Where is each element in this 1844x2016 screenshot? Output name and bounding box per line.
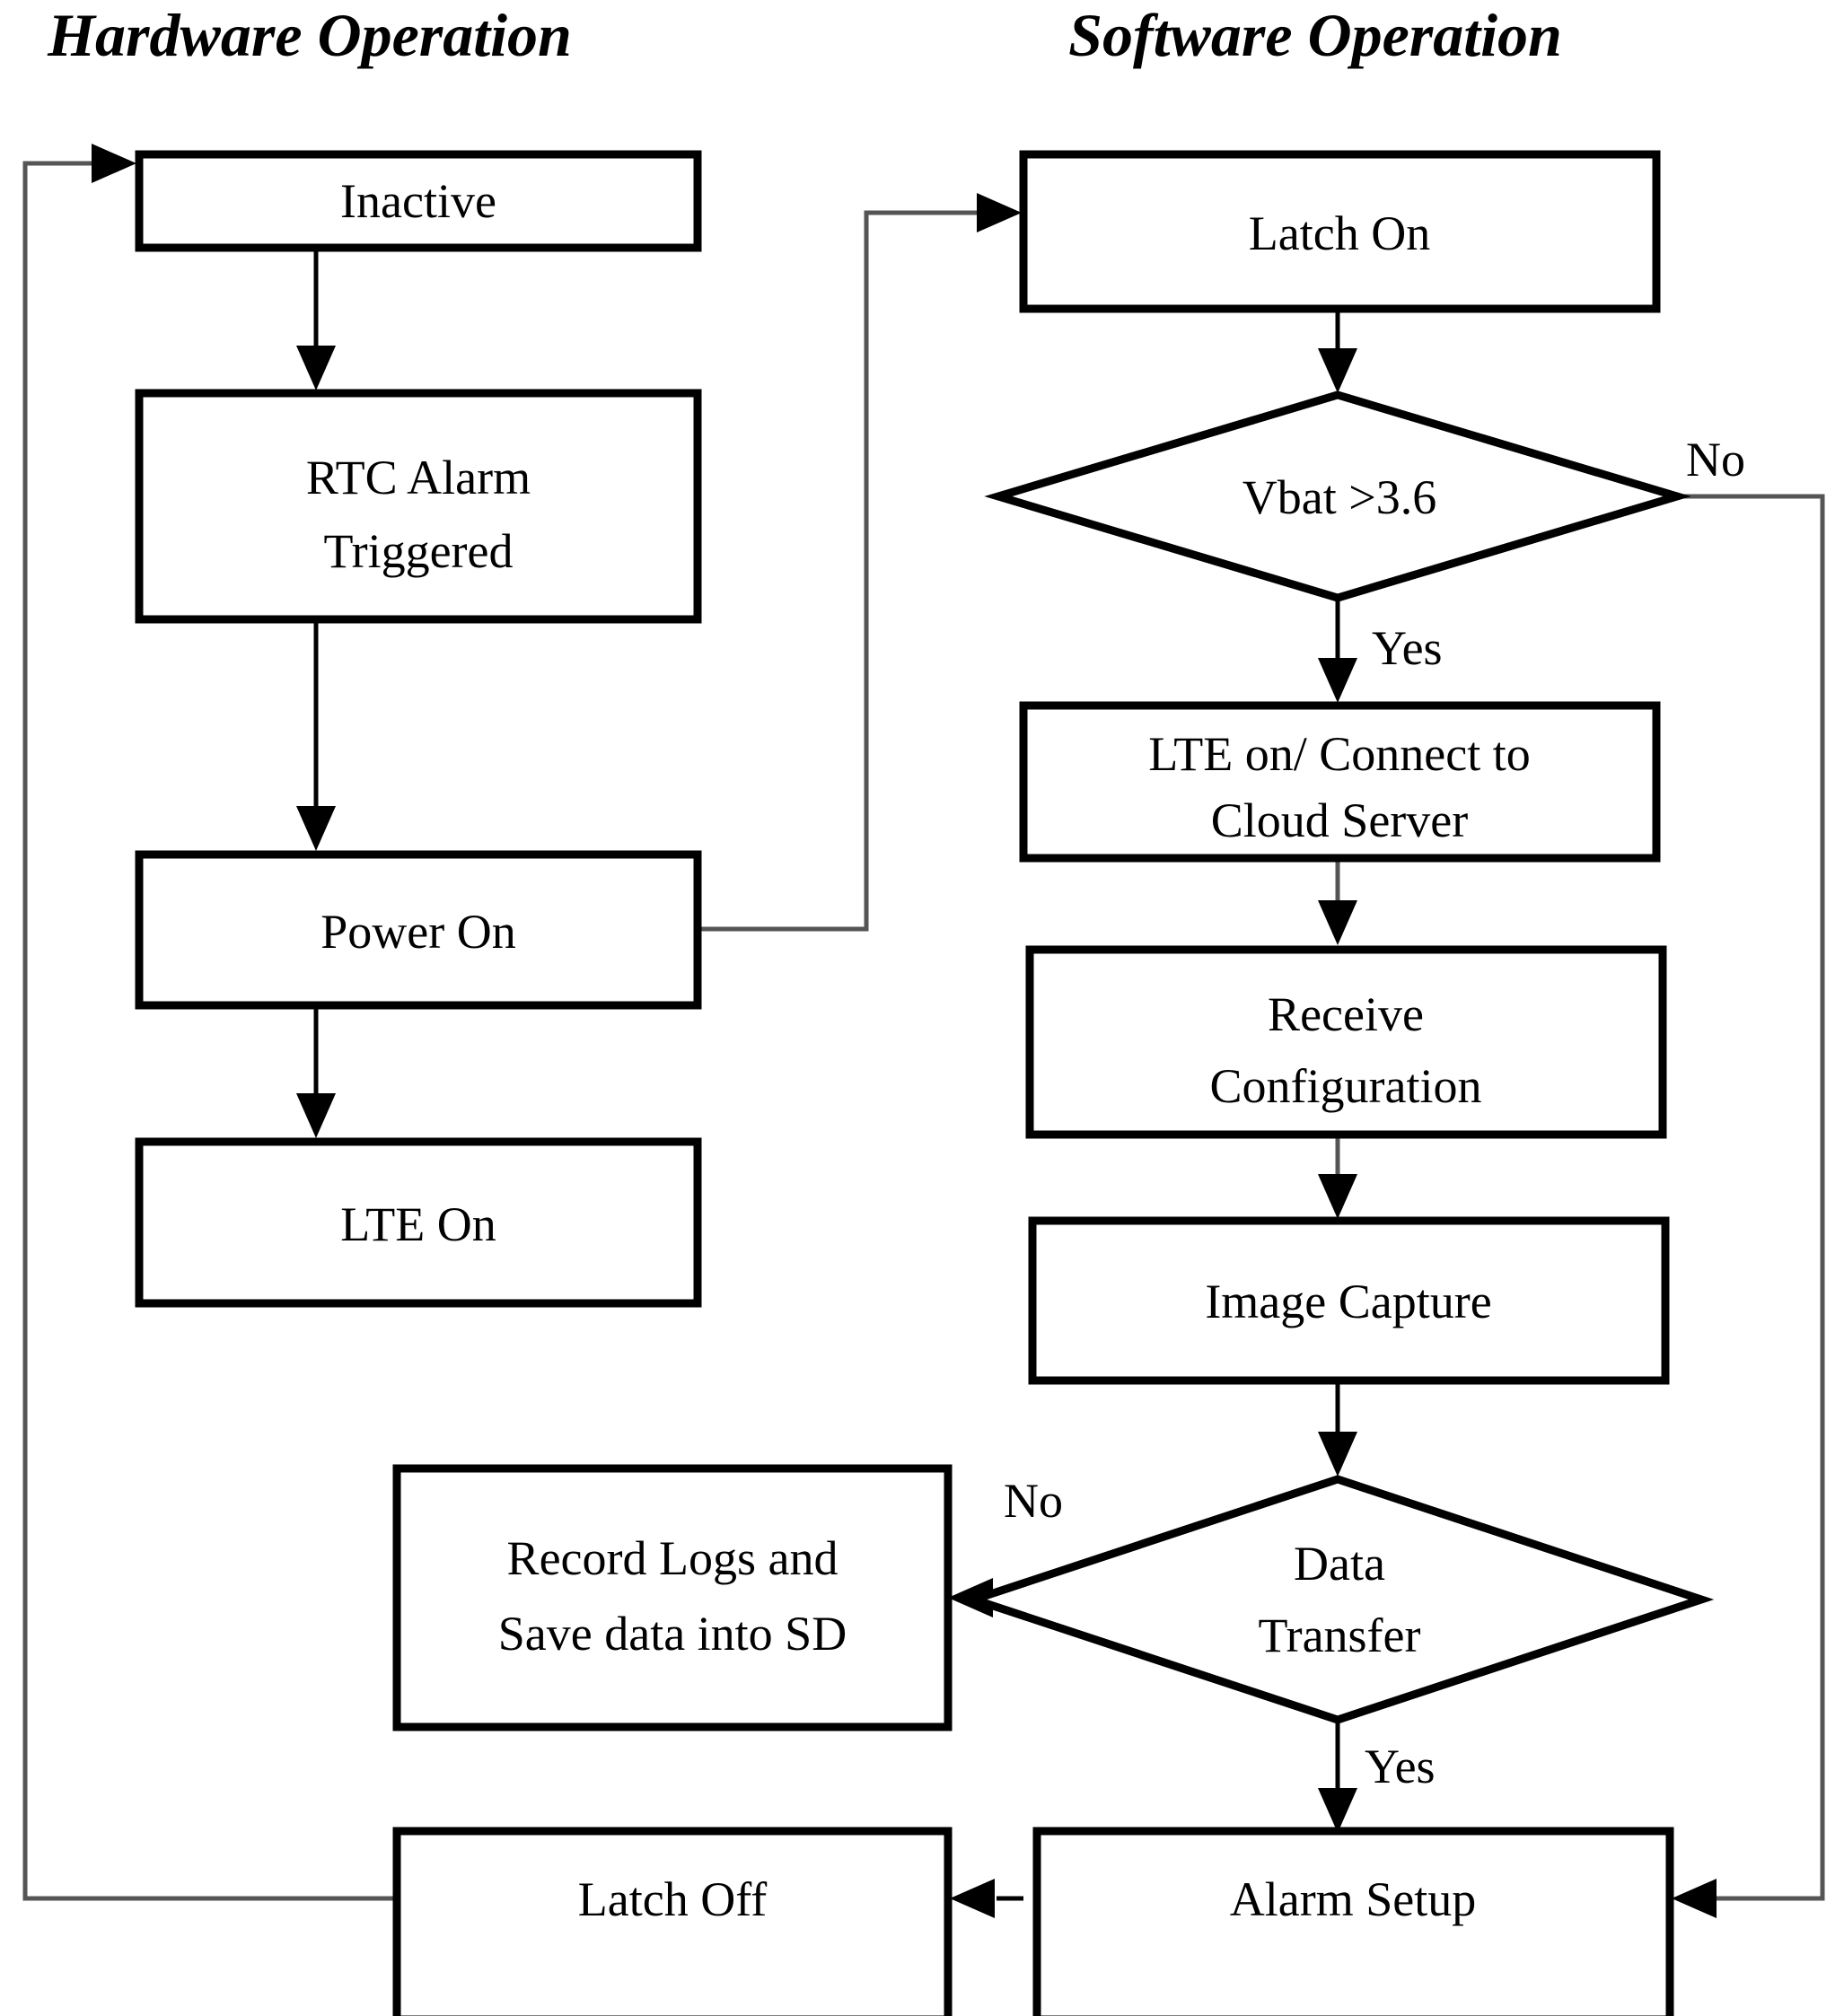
column-title-software: Software Operation xyxy=(1068,1,1562,69)
node-record-logs-line1: Record Logs and xyxy=(507,1531,839,1585)
node-vbat-check-label: Vbat >3.6 xyxy=(1243,470,1436,524)
edge-vbat-yes-to-lte-connect xyxy=(1318,600,1357,703)
node-latch-on[interactable]: Latch On xyxy=(1019,150,1661,313)
edge-alarm-setup-to-latch-off xyxy=(950,1879,1023,1918)
edge-vbat-no-to-alarm-setup xyxy=(1672,494,1825,1918)
edge-data-transfer-yes-to-alarm-setup xyxy=(1318,1722,1357,1833)
edge-label-transfer-yes: Yes xyxy=(1365,1740,1436,1793)
edge-label-transfer-no: No xyxy=(1004,1474,1063,1528)
node-record-logs-line2: Save data into SD xyxy=(498,1607,847,1661)
node-inactive-label: Inactive xyxy=(340,174,496,228)
edge-label-vbat-yes: Yes xyxy=(1372,621,1443,675)
node-alarm-setup[interactable]: Alarm Setup xyxy=(1032,1827,1674,2016)
edge-latch-on-to-vbat xyxy=(1318,310,1357,393)
edge-inactive-to-rtc xyxy=(296,247,336,390)
node-data-transfer[interactable]: Data Transfer xyxy=(961,1475,1715,1724)
edge-label-vbat-no: No xyxy=(1686,433,1745,486)
edge-rtc-to-power-on xyxy=(296,619,336,851)
node-lte-on-label: LTE On xyxy=(340,1197,496,1251)
node-receive-configuration[interactable]: Receive Configuration xyxy=(1025,945,1667,1139)
node-power-on-label: Power On xyxy=(321,905,515,959)
node-power-on[interactable]: Power On xyxy=(135,850,702,1010)
edge-image-capture-to-data-transfer xyxy=(1318,1378,1357,1477)
node-alarm-setup-label: Alarm Setup xyxy=(1230,1872,1476,1926)
edge-power-on-to-lte-on xyxy=(296,1005,336,1138)
edge-receive-config-to-image-capture xyxy=(1318,1134,1357,1219)
node-data-transfer-line1: Data xyxy=(1294,1537,1385,1591)
node-lte-connect-cloud[interactable]: LTE on/ Connect to Cloud Server xyxy=(1019,701,1661,863)
node-rtc-alarm-triggered-line1: RTC Alarm xyxy=(306,451,531,504)
edge-lte-connect-to-receive-config xyxy=(1318,857,1357,945)
node-lte-connect-cloud-line2: Cloud Server xyxy=(1211,793,1468,847)
node-image-capture[interactable]: Image Capture xyxy=(1028,1216,1670,1385)
edge-latch-off-to-inactive xyxy=(22,144,400,1901)
node-inactive[interactable]: Inactive xyxy=(135,150,702,252)
edge-power-on-to-latch-on xyxy=(664,193,1022,932)
node-rtc-alarm-triggered[interactable]: RTC Alarm Triggered xyxy=(135,389,702,624)
node-latch-off-label: Latch Off xyxy=(578,1872,767,1926)
node-record-logs[interactable]: Record Logs and Save data into SD xyxy=(392,1464,953,1731)
node-receive-configuration-line2: Configuration xyxy=(1210,1059,1482,1113)
node-lte-connect-cloud-line1: LTE on/ Connect to xyxy=(1148,727,1530,781)
node-data-transfer-line2: Transfer xyxy=(1259,1608,1421,1662)
node-image-capture-label: Image Capture xyxy=(1205,1275,1491,1328)
node-rtc-alarm-triggered-line2: Triggered xyxy=(324,524,514,578)
node-receive-configuration-line1: Receive xyxy=(1268,987,1424,1041)
node-vbat-check[interactable]: Vbat >3.6 xyxy=(984,390,1691,602)
node-latch-on-label: Latch On xyxy=(1249,206,1430,260)
column-title-hardware: Hardware Operation xyxy=(47,1,572,69)
node-latch-off[interactable]: Latch Off xyxy=(392,1827,953,2016)
node-lte-on[interactable]: LTE On xyxy=(135,1137,702,1308)
